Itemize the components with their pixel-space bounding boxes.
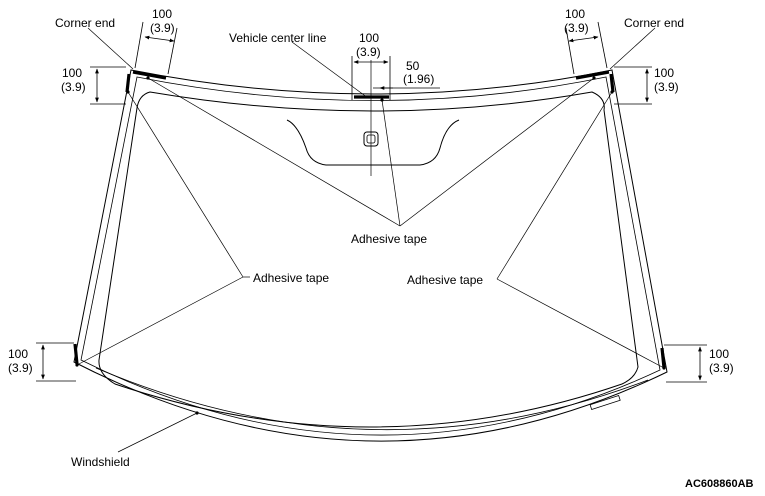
dim-tr-h-in: (3.9) xyxy=(564,21,589,35)
dim-tl-v-in: (3.9) xyxy=(61,80,86,94)
dim-bottom-left-v: 100 (3.9) xyxy=(8,342,76,382)
figure-code: AC608860AB xyxy=(685,478,754,490)
label-adhesive-tape-left: Adhesive tape xyxy=(253,271,329,285)
leader-lines xyxy=(76,27,665,453)
tape-right-side-top xyxy=(609,73,615,93)
label-adhesive-tape-right: Adhesive tape xyxy=(407,273,483,287)
dim-bl-v-in: (3.9) xyxy=(8,361,33,375)
dim-br-v-in: (3.9) xyxy=(709,361,734,375)
windshield-glass xyxy=(73,69,668,442)
label-corner-end-left: Corner end xyxy=(55,16,115,30)
dim-tr-v-in: (3.9) xyxy=(654,80,679,94)
leader-dots xyxy=(75,76,666,415)
dim-top-right-v: 100 (3.9) xyxy=(614,66,679,105)
dim-tl-v-mm: 100 xyxy=(62,66,82,80)
dim-top-right-h: 100 (3.9) xyxy=(564,7,608,75)
dim-br-v-mm: 100 xyxy=(709,347,729,361)
dim-top-left-v: 100 (3.9) xyxy=(61,66,126,105)
dim-tl-h-mm: 100 xyxy=(152,7,172,21)
glass-marking xyxy=(589,394,621,410)
dim-offset-in: (1.96) xyxy=(403,72,434,86)
tape-left-side-top xyxy=(125,73,131,93)
tape-top-left xyxy=(132,70,167,80)
label-vehicle-center-line: Vehicle center line xyxy=(229,31,327,45)
tape-bottom-left xyxy=(73,343,79,365)
label-corner-end-right: Corner end xyxy=(624,16,684,30)
dim-center-in: (3.9) xyxy=(356,45,381,59)
dim-tr-h-mm: 100 xyxy=(565,7,585,21)
dim-top-left-h: 100 (3.9) xyxy=(134,7,178,75)
tape-bottom-right xyxy=(660,347,666,369)
dim-bl-v-mm: 100 xyxy=(8,347,28,361)
adhesive-tape-pieces xyxy=(73,70,666,369)
dim-center-mm: 100 xyxy=(359,31,379,45)
dim-bottom-right-v: 100 (3.9) xyxy=(664,344,734,383)
tape-top-right xyxy=(575,70,610,80)
label-windshield: Windshield xyxy=(71,455,130,469)
dim-top-center-width: 100 (3.9) xyxy=(351,31,391,100)
dim-offset-mm: 50 xyxy=(406,59,420,73)
dim-top-center-offset: 50 (1.96) xyxy=(373,59,440,90)
dim-tl-h-in: (3.9) xyxy=(150,21,175,35)
dim-tr-v-mm: 100 xyxy=(654,66,674,80)
mirror-mount-area xyxy=(286,60,460,176)
label-adhesive-tape-center: Adhesive tape xyxy=(351,232,427,246)
